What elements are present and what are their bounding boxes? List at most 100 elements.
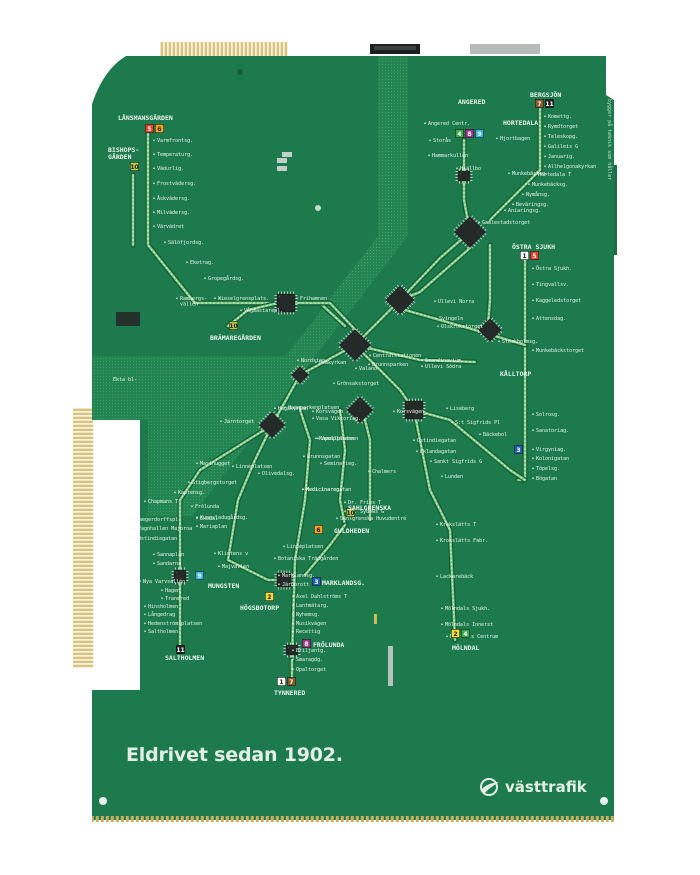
stop-label: Vasaplatsen [321,436,354,442]
stop-label: Beväringsg. [516,202,549,208]
line-number-badge: 1 [279,679,283,686]
stop-label: Ekedal [200,516,218,522]
junction-chip [346,396,374,424]
stop-label: Kolonigatan [536,456,569,462]
junction-chip [258,411,286,439]
line-number-badge: 7 [289,679,293,686]
junction-chip [455,168,473,184]
line-number-badge: 9 [477,131,481,138]
stop-label: Allhelgonakyrkan [548,164,596,170]
stop-label: Hjällbo [460,166,481,172]
stop-label: Varmfrontsg. [157,138,193,144]
stop-label: vallen [180,302,198,308]
small-board-tag: Ekta bl- [113,377,137,383]
stop-label: Olivedalsg. [262,471,295,477]
stop-label: Galileis G [548,144,578,150]
stop-label: Hagen [165,588,180,594]
junction-chip [477,317,503,343]
stop-label: Järntorget [224,419,254,425]
stop-label: Mariaplan [200,524,227,530]
line-number-badge: 1 [522,253,526,260]
stop-label: Lunden [445,474,463,480]
stop-label: Nya Varvsallén [143,578,185,585]
stop-label: Tranered [165,596,189,602]
line-number-badge: 11 [545,101,553,108]
stop-label: Scandinavium [425,358,461,364]
stop-label: Komettg. [548,114,572,120]
stop-label: Dr. Sydows G [348,509,384,515]
terminal-name: SALTHOLMEN [165,654,204,662]
stop-label: Eklandagatan [420,449,456,455]
stop-label: Töpelsg. [536,466,560,472]
brand-name: västtrafik [505,778,587,796]
stop-label: Sanatoriag. [536,428,569,434]
stop-label: Kungsladugårdsg. [200,514,248,521]
stop-label: Ullevi Norra [438,299,474,305]
line-number-badge: 2 [453,631,457,638]
stop-label: Värvädret [157,224,184,230]
stop-label: Jaegerdorffspl. [136,517,181,523]
junction-chip [384,284,416,316]
stop-label: Bögatan [536,476,557,482]
stop-label: Masthugget [200,461,230,467]
stop-label: Vädurlig. [157,166,184,172]
stop-label: Vasa Viktoriag. [316,416,361,422]
terminal-hjortbagen: HORTEDALA [503,119,538,127]
line-number-badge: 3 [314,579,318,586]
stop-label: Sannaplan [157,552,184,558]
stop-label: Gropegårdsg. [208,275,244,282]
terminal-name: GULDHEDEN [334,527,369,535]
stop-label: Brunnsparken [372,362,408,368]
terminal-name: BERGSJÖN [530,90,561,99]
stop-label: Nordstan [301,358,325,364]
stop-label: Saltholmen [148,629,178,635]
tagline-headline: Eldrivet sedan 1902. [126,744,343,766]
junction-chip [402,398,426,422]
stop-label: Krokslätts T [440,522,476,528]
stop-label: Wieselgrensplats. [218,296,269,302]
stop-label: Smaragdg. [296,657,323,663]
top-edge-connectors [160,42,540,56]
stop-label: Kaggeledstorget [536,298,581,304]
stop-label: Frölunda [195,504,219,510]
junction-chip [453,215,487,249]
stop-label: Majvallen [222,564,249,570]
terminal-name: KÅLLTORP [500,369,531,378]
stop-label: Nymånsg. [526,191,550,198]
line-number-badge: 6 [157,126,161,133]
stop-label: Aniaringsg. [508,208,541,214]
stop-label: Botaniska Trädgården [278,555,338,562]
stop-labels: Varmfrontsg.Temperaturg.Vädurlig.Frostvä… [132,114,596,673]
line-number-badge: 8 [304,641,308,648]
stop-label: Hagaparkenplatsen [288,405,339,411]
stop-label: Seminarieg. [324,461,357,467]
stop-label: Grönsakstorget [337,381,379,387]
junction-chip [283,642,301,658]
stop-label: S:t Sigfrids Pl [455,420,500,426]
terminal-name: LÅNSMANSGÅRDEN [118,113,173,122]
stop-label: Opaltorget [296,667,326,673]
stop-label: Mölndals Centrum [450,634,498,640]
stop-label: Teleskopg. [548,134,578,140]
stop-label: Sandarna [157,561,181,567]
stop-label: Frihamnen [300,296,327,302]
stop-label: Bäckebol [483,432,507,438]
stop-label: Dr. Fries T [348,500,381,506]
stop-label: Östra Sjukh. [536,265,572,272]
stop-label: Temperaturg. [157,152,193,158]
stop-label: Brunnsgatan [307,454,340,460]
line-number-badge: 8 [467,131,471,138]
